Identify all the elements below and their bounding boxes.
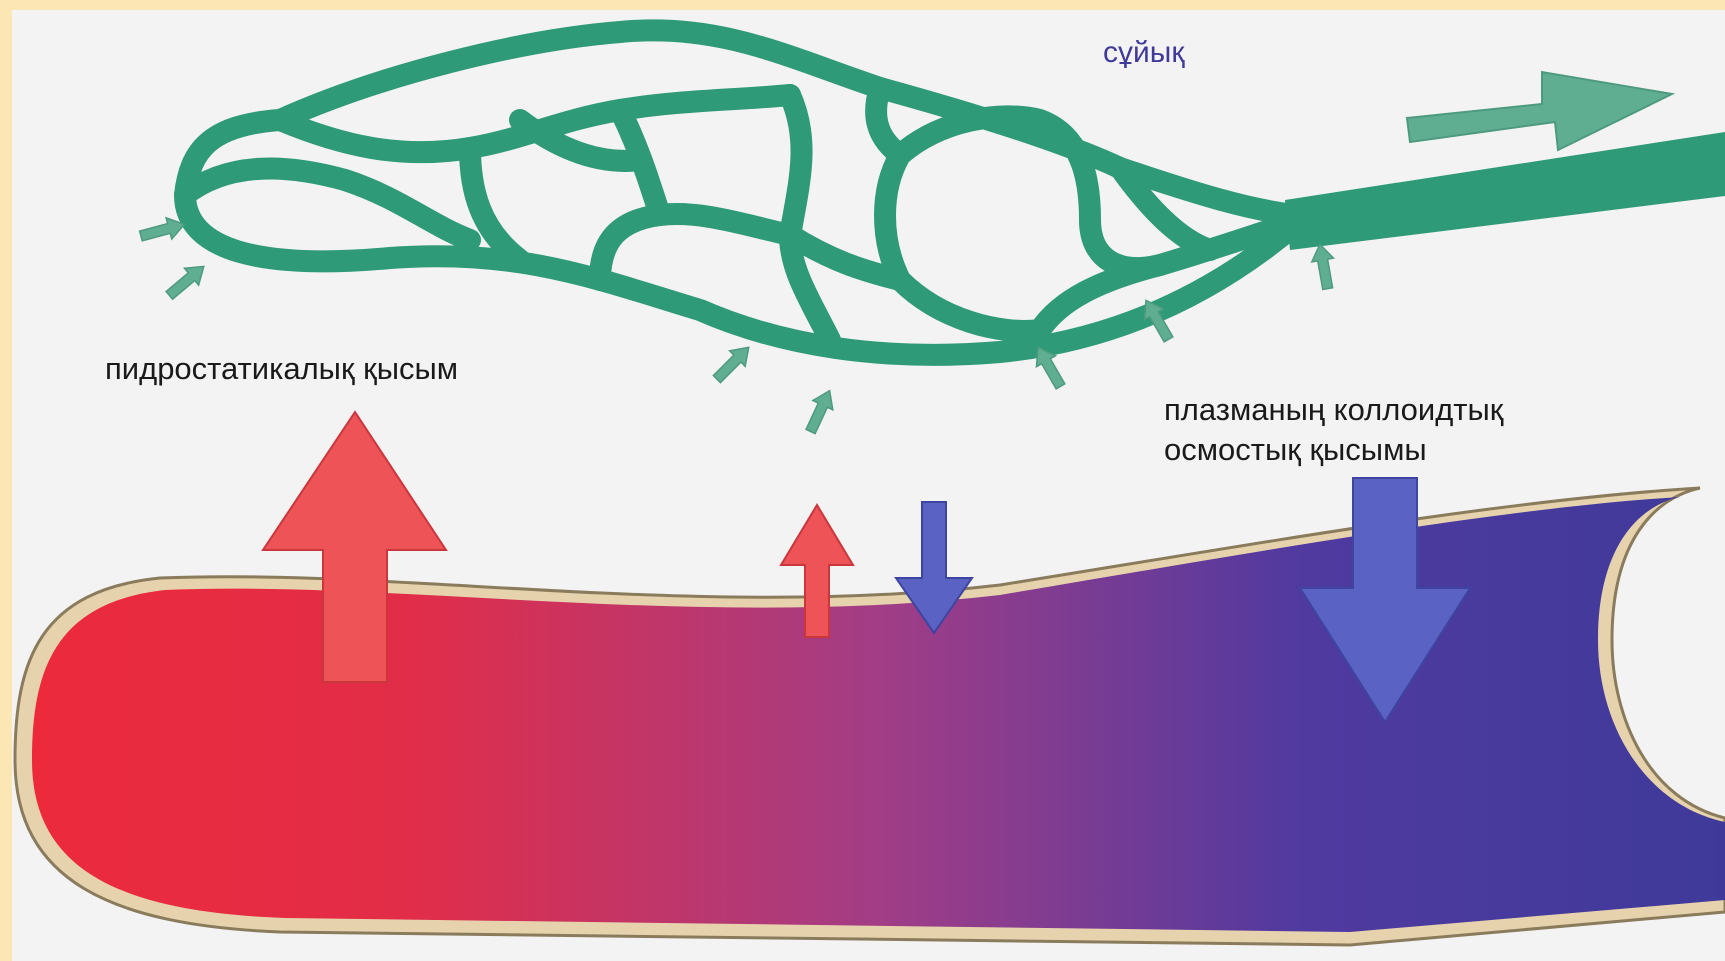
oncotic-pressure-label-line1: плазманың коллоидтық <box>1164 390 1503 430</box>
fluid-label: сұйық <box>1103 33 1184 73</box>
oncotic-pressure-label: плазманың коллоидтық осмостық қысымы <box>1164 390 1503 470</box>
oncotic-pressure-label-line2: осмостық қысымы <box>1164 430 1503 470</box>
hydrostatic-pressure-label: пидростатикалық қысым <box>105 349 458 389</box>
